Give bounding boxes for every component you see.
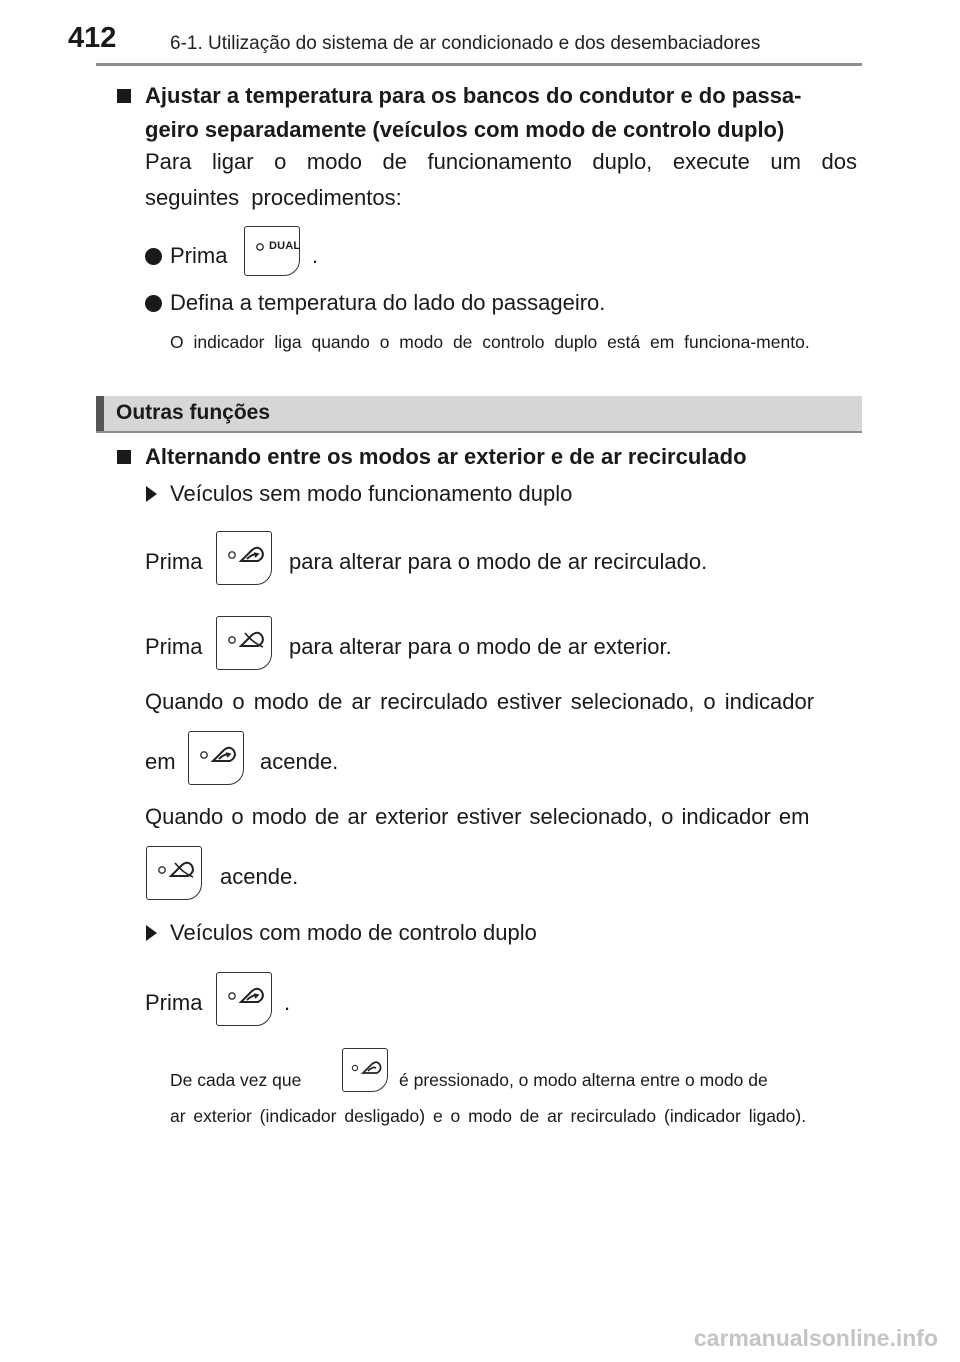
- outside-text-line1: Quando o modo de ar exterior estiver sel…: [145, 804, 810, 829]
- header-rule: [96, 63, 862, 66]
- section-title: Outras funções: [116, 401, 271, 424]
- line2-post: para alterar para o modo de ar exterior.: [289, 634, 672, 659]
- recirc-text-line2-post: acende.: [260, 749, 339, 774]
- dual-heading-line1: Ajustar a temperatura para os bancos do …: [145, 83, 802, 108]
- line2-pre: Prima: [145, 634, 203, 659]
- triangle-bullet-icon: [146, 486, 157, 502]
- round-bullet-icon: [145, 295, 162, 312]
- bullet2-text: Defina a temperatura do lado do passagei…: [170, 290, 606, 315]
- running-head: 6-1. Utilização do sistema de ar condici…: [170, 33, 761, 54]
- note-rest: ar exterior (indicador desligado) e o mo…: [170, 1106, 807, 1126]
- triangle-bullet-icon: [146, 925, 157, 941]
- outside-air-button-icon: [146, 846, 202, 900]
- square-bullet-icon: [117, 450, 131, 464]
- line3-period: .: [284, 990, 291, 1015]
- recirc-text-line1: Quando o modo de ar recirculado estiver …: [145, 689, 815, 714]
- line3-pre: Prima: [145, 990, 203, 1015]
- bullet1-text: Prima: [170, 243, 228, 268]
- round-bullet-icon: [145, 248, 162, 265]
- note-pre: De cada vez que: [170, 1070, 302, 1090]
- dual-heading-line2: geiro separadamente (veículos com modo d…: [145, 117, 785, 142]
- section-bar-accent: [96, 396, 104, 431]
- recirc-text-line2-pre: em: [145, 749, 176, 774]
- line1-pre: Prima: [145, 549, 203, 574]
- indicator-dot-icon: [256, 243, 264, 251]
- air-heading: Alternando entre os modos ar exterior e …: [145, 444, 747, 469]
- recirculated-air-button-icon: [216, 531, 272, 585]
- recirculated-air-button-icon: [216, 972, 272, 1026]
- line1-post: para alterar para o modo de ar recircula…: [289, 549, 708, 574]
- section-bar: Outras funções: [96, 396, 862, 433]
- outside-air-button-icon: [216, 616, 272, 670]
- recirculated-air-button-icon: [342, 1048, 388, 1092]
- dual-button-label: DUAL: [269, 240, 301, 252]
- sub1-text: Veículos sem modo funcionamento duplo: [170, 481, 573, 506]
- page-number: 412: [68, 22, 117, 54]
- dual-intro: Para ligar o modo de funcionamento duplo…: [145, 149, 857, 210]
- dual-button-icon: DUAL: [244, 226, 300, 276]
- bullet1-period: .: [312, 243, 319, 268]
- watermark: carmanualsonline.info: [693, 1325, 938, 1351]
- recirculated-air-button-icon: [188, 731, 244, 785]
- dual-note: O indicador liga quando o modo de contro…: [170, 332, 810, 352]
- outside-text-line2-post: acende.: [220, 864, 299, 889]
- sub2-text: Veículos com modo de controlo duplo: [170, 920, 537, 945]
- note-post: é pressionado, o modo alterna entre o mo…: [399, 1070, 768, 1090]
- square-bullet-icon: [117, 89, 131, 103]
